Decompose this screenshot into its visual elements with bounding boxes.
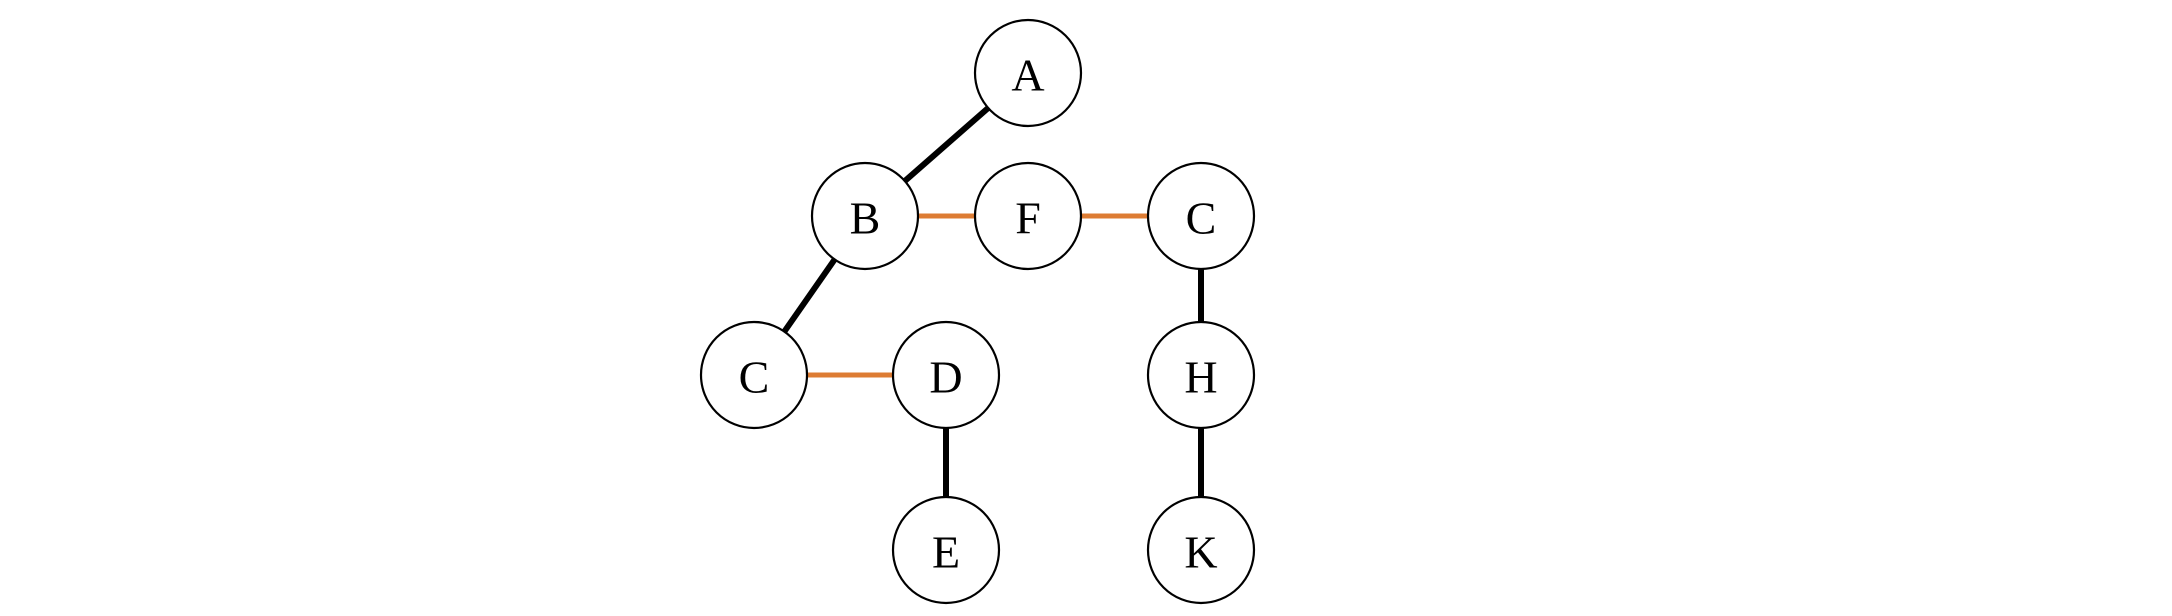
node-layer: A B F C C D H E K	[699, 18, 1256, 605]
graph-node[interactable]: C	[1146, 161, 1256, 271]
node-circle	[973, 161, 1083, 271]
graph-node[interactable]: D	[891, 320, 1001, 430]
graph-edge	[902, 105, 991, 184]
graph-node[interactable]: H	[1146, 320, 1256, 430]
graph-node[interactable]: A	[973, 18, 1083, 128]
graph-node[interactable]: E	[891, 495, 1001, 605]
node-circle	[1146, 161, 1256, 271]
node-circle	[891, 495, 1001, 605]
graph-node[interactable]: K	[1146, 495, 1256, 605]
node-label: H	[1184, 352, 1217, 403]
node-label: B	[850, 193, 881, 244]
edge-layer	[781, 105, 1204, 497]
graph-edge	[781, 257, 838, 334]
graph-node[interactable]: C	[699, 320, 809, 430]
graph-node[interactable]: F	[973, 161, 1083, 271]
node-label: C	[739, 352, 770, 403]
node-circle	[699, 320, 809, 430]
node-label: A	[1011, 50, 1044, 101]
graph-node[interactable]: B	[810, 161, 920, 271]
node-circle	[1146, 320, 1256, 430]
node-label: F	[1015, 193, 1041, 244]
node-circle	[810, 161, 920, 271]
node-label: C	[1186, 193, 1217, 244]
node-label: D	[929, 352, 962, 403]
node-label: K	[1184, 527, 1217, 578]
node-circle	[973, 18, 1083, 128]
node-circle	[891, 320, 1001, 430]
node-circle	[1146, 495, 1256, 605]
node-label: E	[932, 527, 960, 578]
